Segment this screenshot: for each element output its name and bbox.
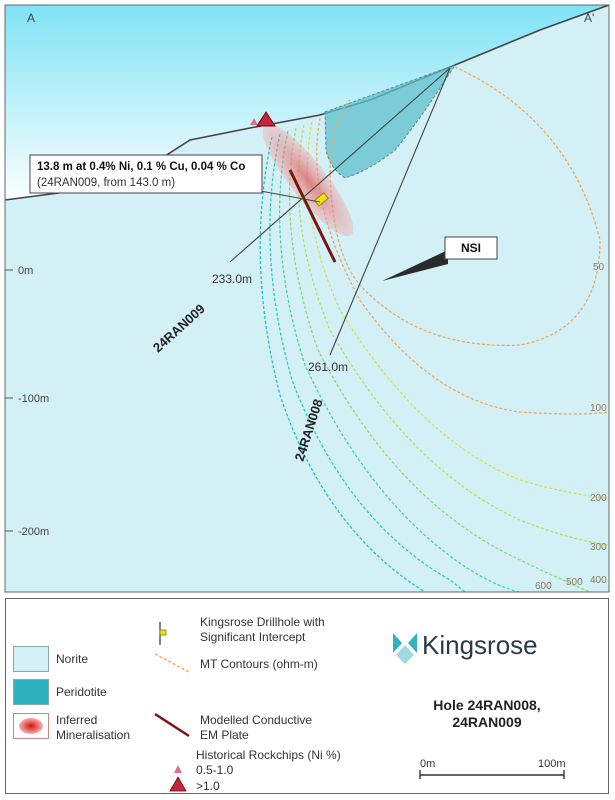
kingsrose-logo-icon: [393, 633, 417, 664]
drillhole-24ran009: [229, 67, 451, 263]
mt-contour-300: [297, 124, 610, 546]
legend-em-line2: EM Plate: [200, 728, 249, 742]
depth-label-100: -100m: [18, 393, 49, 405]
legend-mt-contours: MT Contours (ohm-m): [200, 657, 318, 671]
mt-contour-600: [269, 133, 466, 593]
mt-contour-legend-icon: [154, 653, 190, 673]
mt-contour-inner: [259, 136, 426, 593]
mt-contour-400: [288, 127, 591, 593]
peridotite-swatch: [13, 679, 49, 705]
significant-intercept-marker: [313, 192, 329, 207]
callout-leader: [254, 189, 321, 203]
inferred-mineralisation: [262, 123, 354, 237]
legend-panel: [5, 598, 609, 794]
legend-drillhole-line1: Kingsrose Drillhole with: [200, 615, 325, 629]
rockchip-small: [250, 118, 258, 125]
nsi-label-box: [444, 236, 498, 260]
intercept-callout-line2: (24RAN009, from 143.0 m): [37, 177, 175, 189]
intercept-callout-box: [29, 154, 263, 194]
hole-24ran008-end-depth: 261.0m: [308, 360, 348, 374]
legend-inferred-line2: Mineralisation: [56, 728, 131, 742]
legend-drillhole-line2: Significant Intercept: [200, 630, 306, 644]
hole-24ran009-end-depth: 233.0m: [212, 272, 252, 286]
legend-rockchip-small: 0.5-1.0: [196, 763, 234, 777]
nsi-label: NSI: [461, 241, 481, 255]
intercept-callout-line1: 13.8 m at 0.4% Ni, 0.1 % Cu, 0.04 % Co: [37, 161, 245, 173]
corner-label-left: A: [27, 11, 35, 25]
mineralisation-swatch-icon: [19, 718, 43, 734]
drillhole-24ran008: [329, 67, 451, 356]
em-plate: [288, 169, 337, 263]
contour-label-300: 300: [590, 542, 607, 553]
em-plate-legend-icon: [154, 712, 190, 738]
rockchip-large-legend-icon: [169, 776, 187, 792]
drillhole-legend-icon: [159, 622, 167, 645]
scale-end-label: 100m: [538, 758, 566, 770]
rockchip-large: [256, 111, 276, 127]
contour-label-50: 50: [593, 262, 605, 273]
mineralisation-swatch: [13, 713, 49, 739]
hole-title-line1: Hole 24RAN008,: [433, 697, 541, 713]
depth-label-200: -200m: [18, 526, 49, 538]
legend-rockchip-large: >1.0: [196, 779, 220, 793]
kingsrose-brand-name: Kingsrose: [422, 630, 538, 660]
section-frame: [4, 4, 610, 593]
hole-title: Hole 24RAN008, 24RAN009: [412, 697, 562, 731]
norite-body: [5, 5, 609, 592]
rockchip-small-legend-icon: [174, 765, 182, 773]
legend-peridotite-label: Peridotite: [56, 685, 107, 699]
legend-norite-label: Norite: [56, 652, 89, 666]
corner-label-right: A': [584, 11, 594, 25]
legend-inferred-line1: Inferred: [56, 713, 98, 727]
scale-start-label: 0m: [420, 758, 436, 770]
contour-label-200: 200: [590, 493, 607, 504]
hole-title-line2: 24RAN009: [452, 714, 522, 730]
contour-label-600: 600: [535, 581, 552, 592]
mt-contour-500: [278, 130, 521, 593]
cross-section-diagram: 13.8 m at 0.4% Ni, 0.1 % Cu, 0.04 % Co (…: [4, 4, 610, 593]
contour-label-400: 400: [590, 575, 607, 586]
legend-rockchips-title: Historical Rockchips (Ni %): [196, 748, 341, 762]
legend-em-line1: Modelled Conductive: [200, 713, 313, 727]
norite-swatch: [13, 646, 49, 672]
scale-bar: [419, 770, 565, 779]
nsi-pointer: [382, 250, 448, 281]
contour-label-500: 500: [566, 577, 583, 588]
contour-label-100: 100: [590, 403, 607, 414]
depth-label-0: 0m: [18, 265, 33, 277]
mt-contour-50: [329, 66, 601, 347]
